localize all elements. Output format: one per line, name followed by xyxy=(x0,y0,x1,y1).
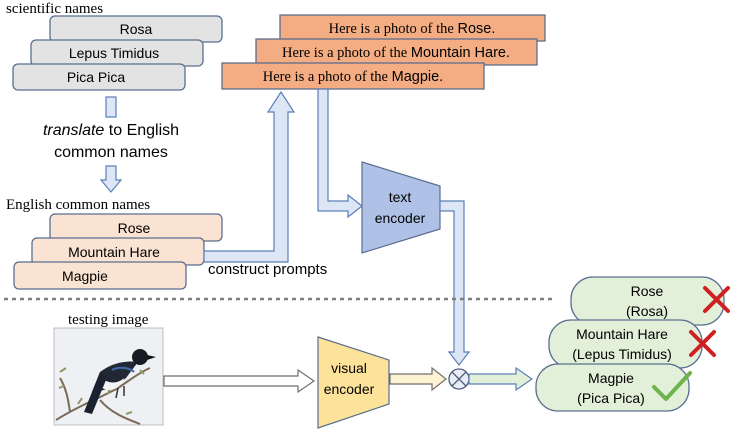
prompt-text: Here is a photo of the Magpie. xyxy=(263,69,443,85)
text-encoder-block xyxy=(361,161,441,254)
prompt-text: Here is a photo of the Rose. xyxy=(329,21,496,37)
bird-wing-icon xyxy=(111,366,135,373)
right-arrow-icon xyxy=(468,366,534,392)
bird-head-icon xyxy=(132,349,148,365)
translate-label-line2: common names xyxy=(54,144,168,161)
check-icon xyxy=(652,371,692,401)
construct-prompts-label: construct prompts xyxy=(208,261,327,278)
right-arrow-icon xyxy=(163,368,316,394)
bird-tail-icon xyxy=(84,372,106,414)
result-scientific: (Lepus Timidus) xyxy=(572,346,672,362)
prompt-name: Mountain Hare. xyxy=(411,45,510,61)
down-arrow-icon xyxy=(99,165,123,193)
prompt-prefix: Here is a photo of the xyxy=(263,69,392,85)
cross-icon xyxy=(703,286,730,313)
scientific-names-stack: Rosa Lepus Timidus Pica Pica xyxy=(12,15,223,91)
common-name-box xyxy=(13,261,187,290)
prompt-prefix: Here is a photo of the xyxy=(282,45,411,61)
bird-beak-icon xyxy=(147,355,156,360)
cross-icon xyxy=(689,330,716,357)
right-arrow-icon xyxy=(317,88,363,219)
prompt-box xyxy=(255,38,538,66)
down-arrow-icon xyxy=(439,200,471,366)
up-arrow-icon xyxy=(203,90,296,263)
scientific-name-box xyxy=(12,63,186,91)
result-name: Rose xyxy=(631,283,664,299)
result-box xyxy=(535,363,690,412)
bird-belly-icon xyxy=(102,378,124,390)
connector-bar xyxy=(105,96,117,118)
magpie-photo xyxy=(53,327,164,426)
common-name-text: Magpie xyxy=(62,268,108,284)
result-scientific: (Pica Pica) xyxy=(577,390,645,406)
testing-image-heading: testing image xyxy=(68,312,149,328)
common-name-text: Mountain Hare xyxy=(68,244,160,260)
bird-legs-icon xyxy=(115,386,125,399)
prompt-text: Here is a photo of the Mountain Hare. xyxy=(282,45,510,61)
prompt-name: Magpie. xyxy=(392,69,444,85)
text-encoder-label: text xyxy=(389,189,412,205)
result-name: Mountain Hare xyxy=(576,326,668,342)
translate-rest: to English xyxy=(104,122,179,139)
scientific-names-heading: scientific names xyxy=(6,1,103,17)
results-stack: Rose (Rosa) Mountain Hare (Lepus Timidus… xyxy=(535,276,730,412)
scientific-name-text: Lepus Timidus xyxy=(69,45,159,61)
leaf-icon xyxy=(58,367,145,415)
prompt-prefix: Here is a photo of the xyxy=(329,21,458,37)
prompt-name: Rose. xyxy=(457,21,495,37)
scientific-name-text: Rosa xyxy=(120,21,153,37)
translate-label: translate to English xyxy=(43,122,179,139)
text-encoder-label: encoder xyxy=(375,210,426,226)
result-scientific: (Rosa) xyxy=(626,303,668,319)
english-names-heading: English common names xyxy=(6,197,150,213)
visual-encoder-block xyxy=(317,336,390,429)
prompt-box xyxy=(221,62,485,90)
prompts-stack: Here is a photo of the Rose. Here is a p… xyxy=(221,14,546,90)
multiply-icon xyxy=(448,368,470,390)
common-name-text: Rose xyxy=(118,220,151,236)
result-name: Magpie xyxy=(588,370,634,386)
common-names-stack: Rose Mountain Hare Magpie xyxy=(13,213,223,290)
scientific-name-text: Pica Pica xyxy=(67,69,126,85)
visual-encoder-label: visual xyxy=(331,360,367,376)
right-arrow-icon xyxy=(389,366,447,392)
multiply-cross xyxy=(451,371,467,387)
visual-encoder-label: encoder xyxy=(324,381,375,397)
translate-italic: translate xyxy=(43,122,104,139)
